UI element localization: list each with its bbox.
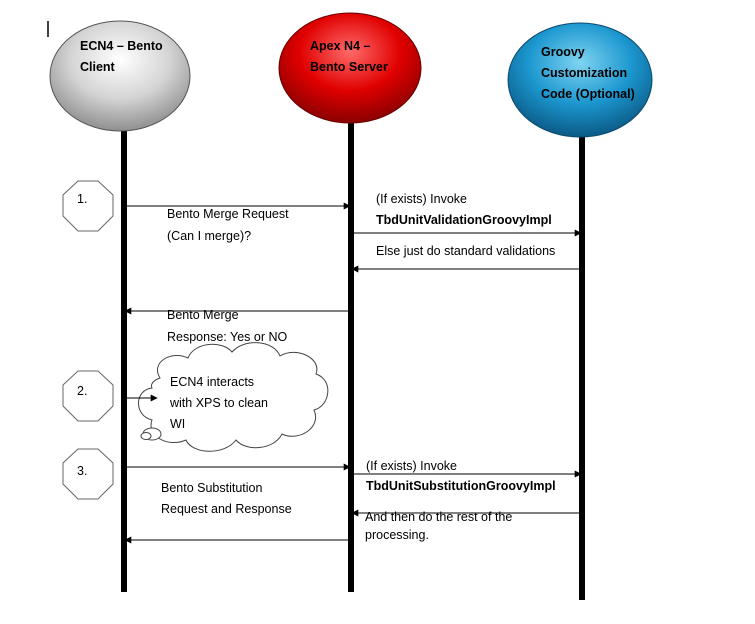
step-2-marker: 2. [62, 370, 114, 422]
merge-response-label: Bento Merge [167, 308, 239, 322]
merge-response-label-2: Response: Yes or NO [167, 330, 287, 344]
svg-text:Apex N4 –: Apex N4 – [310, 39, 370, 53]
invoke-substitution-label: (If exists) Invoke [366, 459, 457, 473]
svg-text:3.: 3. [77, 464, 87, 478]
substitution-impl-label: TbdUnitSubstitutionGroovyImpl [366, 479, 556, 493]
svg-text:1.: 1. [77, 192, 87, 206]
svg-text:with XPS to clean: with XPS to clean [169, 396, 268, 410]
merge-request-label: Bento Merge Request [167, 207, 289, 221]
substitution-label-2: Request and Response [161, 502, 292, 516]
svg-text:Customization: Customization [541, 66, 627, 80]
groovy-participant: Groovy Customization Code (Optional) [507, 22, 653, 138]
rest-processing-label-2: processing. [365, 528, 429, 542]
svg-text:ECN4 interacts: ECN4 interacts [170, 375, 254, 389]
svg-text:Bento Server: Bento Server [310, 60, 388, 74]
client-participant: ECN4 – Bento Client [49, 20, 191, 132]
server-participant: Apex N4 – Bento Server [278, 12, 422, 124]
xps-cloud-callout: ECN4 interacts with XPS to clean WI [138, 342, 329, 452]
svg-text:Groovy: Groovy [541, 45, 585, 59]
substitution-label: Bento Substitution [161, 481, 263, 495]
svg-text:ECN4 – Bento: ECN4 – Bento [80, 39, 163, 53]
standard-validation-label: Else just do standard validations [376, 244, 555, 258]
invoke-validation-label: (If exists) Invoke [376, 192, 467, 206]
validation-impl-label: TbdUnitValidationGroovyImpl [376, 213, 552, 227]
merge-request-label-2: (Can I merge)? [167, 229, 251, 243]
svg-text:2.: 2. [77, 384, 87, 398]
step-1-marker: 1. [62, 180, 114, 232]
rest-processing-label: And then do the rest of the [365, 510, 512, 524]
svg-text:Code (Optional): Code (Optional) [541, 87, 635, 101]
svg-text:WI: WI [170, 417, 185, 431]
step-3-marker: 3. [62, 448, 114, 500]
svg-text:Client: Client [80, 60, 116, 74]
